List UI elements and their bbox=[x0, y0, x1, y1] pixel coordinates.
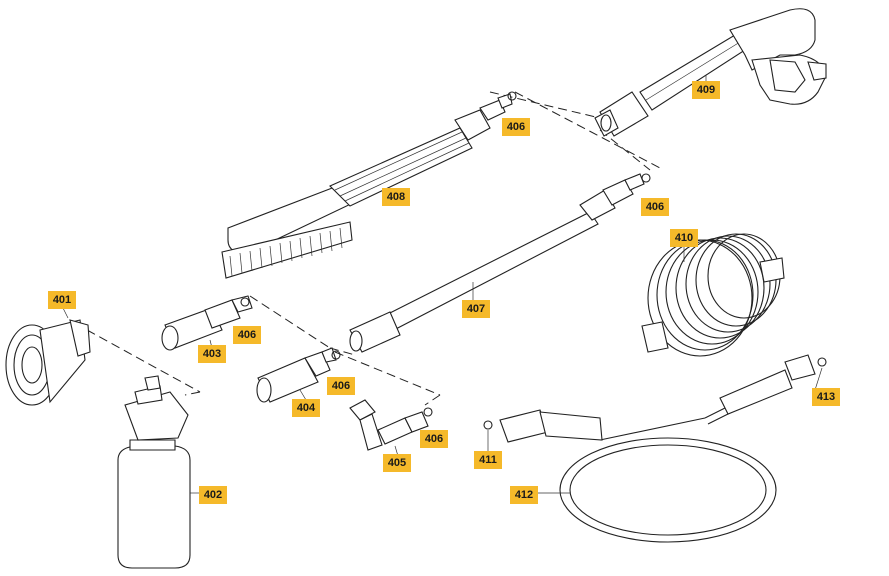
label-411-text: 411 bbox=[479, 454, 497, 466]
coiled-hose bbox=[641, 233, 785, 357]
label-401-text: 401 bbox=[53, 294, 71, 306]
label-403-text: 403 bbox=[203, 348, 221, 360]
label-406-c-text: 406 bbox=[238, 329, 256, 341]
high-pressure-hose bbox=[499, 354, 816, 543]
label-405-text: 405 bbox=[388, 457, 406, 469]
label-404: 404 bbox=[292, 399, 320, 417]
label-412: 412 bbox=[510, 486, 538, 504]
wash-brush bbox=[221, 91, 517, 279]
label-411: 411 bbox=[474, 451, 502, 469]
label-410-text: 410 bbox=[675, 232, 693, 244]
label-406-d-text: 406 bbox=[332, 380, 350, 392]
label-402-text: 402 bbox=[204, 489, 222, 501]
angled-nozzle bbox=[349, 399, 433, 451]
rotary-wash-brush bbox=[5, 319, 91, 406]
label-413: 413 bbox=[812, 388, 840, 406]
label-408: 408 bbox=[382, 188, 410, 206]
label-406-a-text: 406 bbox=[507, 121, 525, 133]
label-401: 401 bbox=[48, 291, 76, 309]
label-412-text: 412 bbox=[515, 489, 533, 501]
foam-bottle bbox=[117, 375, 191, 569]
label-404-text: 404 bbox=[297, 402, 316, 414]
label-408-text: 408 bbox=[387, 191, 405, 203]
label-407: 407 bbox=[462, 300, 490, 318]
label-410: 410 bbox=[670, 229, 698, 247]
label-402: 402 bbox=[199, 486, 227, 504]
label-406-a: 406 bbox=[502, 118, 530, 136]
label-406-b: 406 bbox=[641, 198, 669, 216]
label-406-d: 406 bbox=[327, 377, 355, 395]
label-406-c: 406 bbox=[233, 326, 261, 344]
label-406-e: 406 bbox=[420, 430, 448, 448]
label-407-text: 407 bbox=[467, 303, 485, 315]
label-409-text: 409 bbox=[697, 84, 715, 96]
label-405: 405 bbox=[383, 454, 411, 472]
label-403: 403 bbox=[198, 345, 226, 363]
foam-nozzle-adapter bbox=[161, 295, 253, 351]
label-409: 409 bbox=[692, 81, 720, 99]
label-413-text: 413 bbox=[817, 391, 835, 403]
label-406-e-text: 406 bbox=[425, 433, 443, 445]
o-rings bbox=[483, 357, 827, 430]
leader-lines bbox=[61, 75, 823, 494]
lance-extension bbox=[349, 173, 651, 353]
trigger-gun bbox=[594, 8, 827, 137]
nozzle bbox=[256, 347, 341, 403]
label-406-b-text: 406 bbox=[646, 201, 664, 213]
assembly-guide-lines bbox=[86, 91, 661, 406]
